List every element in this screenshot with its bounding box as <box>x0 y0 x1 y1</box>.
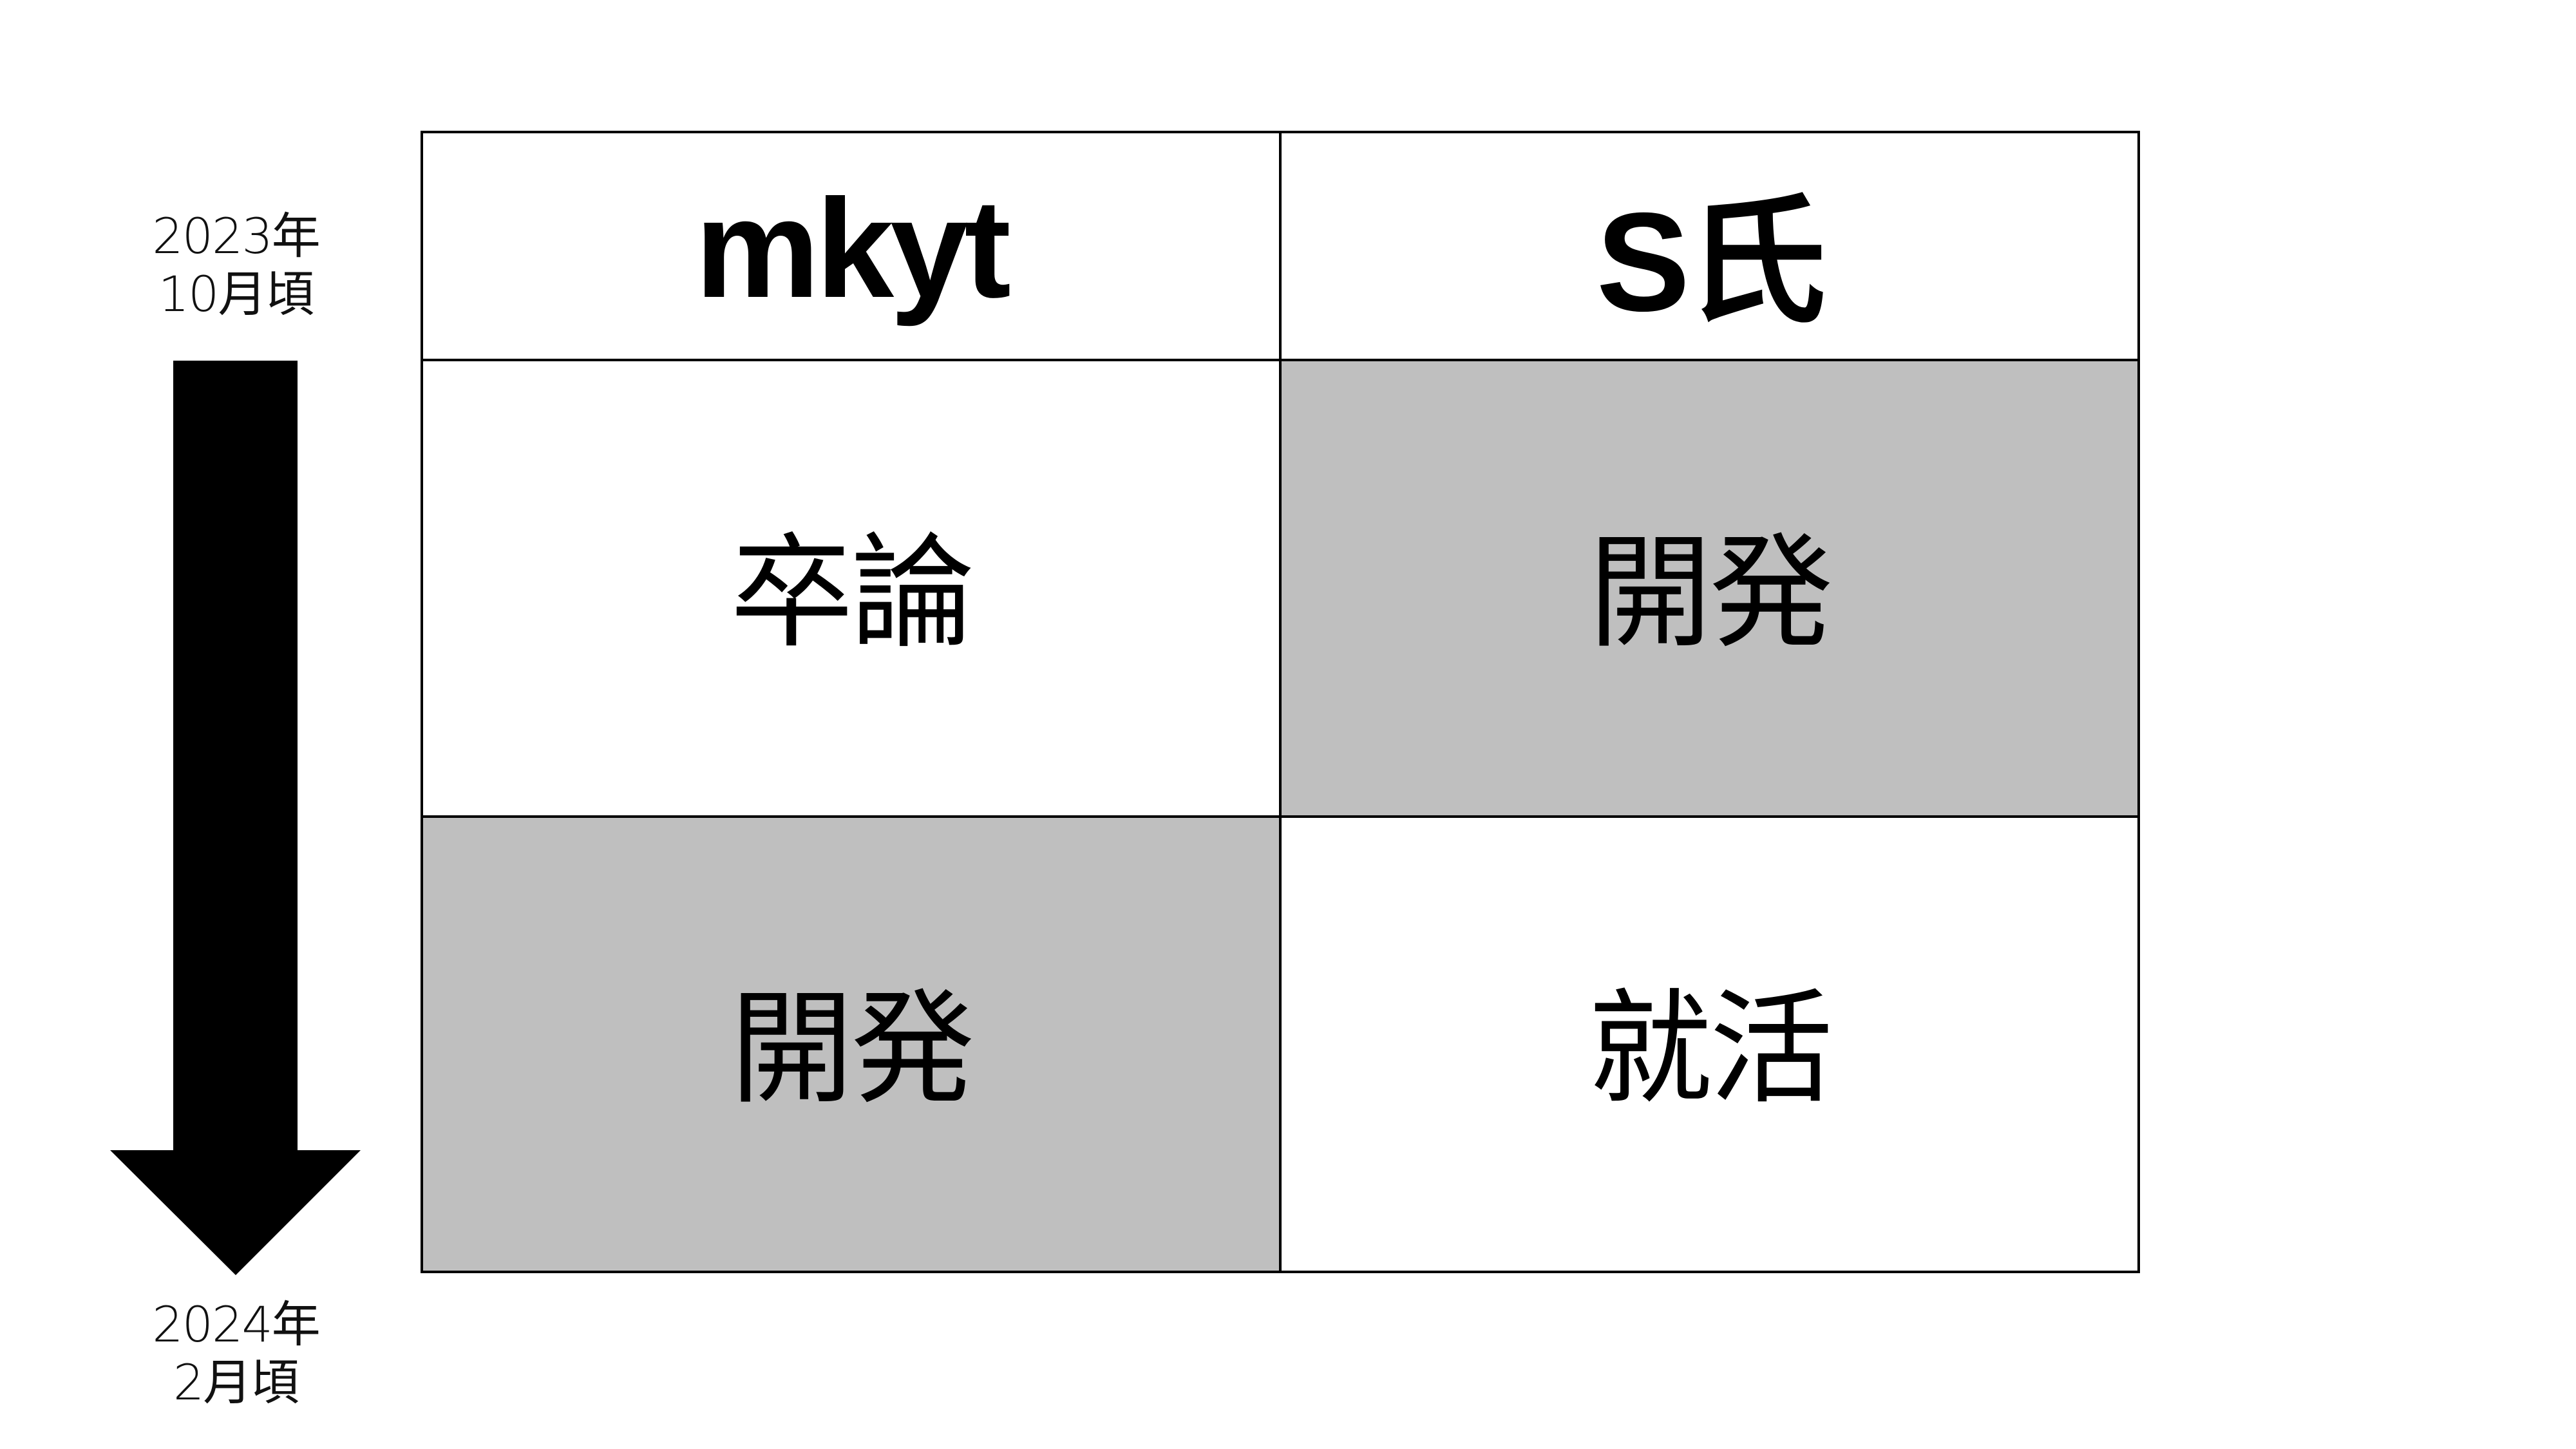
cell-mkyt-period2: 開発 <box>423 818 1282 1271</box>
timeline-start-label: 2023年 10月頃 <box>126 207 345 323</box>
cell-mkyt-period1: 卒論 <box>423 361 1282 818</box>
timeline-end-month: 2月頃 <box>173 1354 299 1411</box>
timeline-start-month: 10月頃 <box>158 265 315 323</box>
header-mkyt: mkyt <box>423 133 1282 361</box>
cell-s-shi-period1: 開発 <box>1282 361 2137 818</box>
timeline-start-year: 2023年 <box>152 207 320 265</box>
comparison-table: mkyt S氏 卒論 開発 開発 就活 <box>421 131 2140 1273</box>
cell-s-shi-period2: 就活 <box>1282 818 2137 1271</box>
timeline-end-year: 2024年 <box>152 1296 320 1353</box>
header-s-shi: S氏 <box>1282 133 2137 361</box>
timeline-end-label: 2024年 2月頃 <box>126 1296 345 1412</box>
down-arrow-icon <box>110 361 361 1275</box>
